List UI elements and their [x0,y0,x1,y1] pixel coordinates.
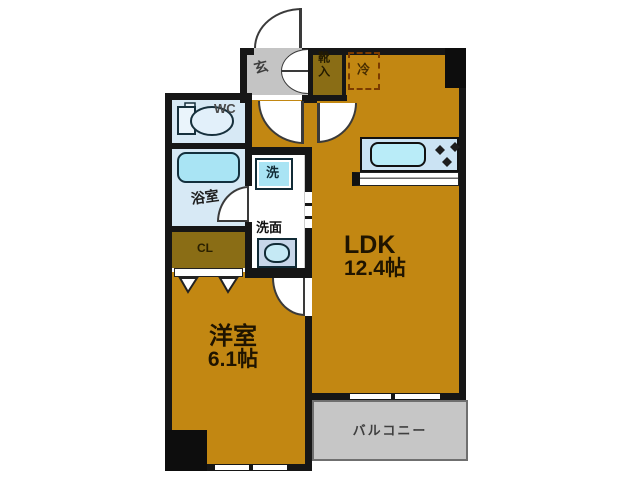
ldk-size: 12.4帖 [344,257,406,281]
kitchen-counter-ledge [352,172,459,186]
room-shoe-storage [313,48,342,95]
entry-door [254,8,302,48]
wc-label: WC [214,101,236,116]
ldk-name: LDK [344,231,396,259]
ldk-window-stile [391,393,395,400]
washing-machine-label: 洗 [266,165,280,180]
balcony-label: バルコニー [352,423,428,438]
wall-shoe-bottom [312,95,347,101]
wall-right [459,48,466,400]
western-window-stile [249,464,253,471]
ldk-window [350,394,440,399]
washing-machine-pan [255,158,293,190]
ldk-label: LDK 12.4帖 [344,232,406,280]
washroom-label: 洗面 [256,220,283,235]
wall-shoe-left [308,48,313,95]
pillar-bottom-left [165,430,207,471]
wall-top-right [302,48,466,55]
washroom-opening-tick1 [305,203,312,206]
room-balcony [312,400,468,461]
wall-top-left [240,48,254,55]
wall-entrance-left [240,48,247,103]
room-closet [172,232,245,268]
closet-folding-door-rail [174,268,243,277]
washbasin-unit [257,238,297,268]
wall-washroom-top [245,147,312,155]
wall-shoe-right [342,48,346,101]
wall-entrance-stub [302,95,317,103]
wall-bath-closet [172,226,252,232]
western-room-size: 6.1帖 [207,348,259,372]
washbasin-bowl [264,243,290,263]
washroom-opening-tick2 [305,216,312,219]
washroom-ldk-opening [305,192,312,228]
western-room-label: 洋室 6.1帖 [178,324,288,371]
wall-western-right [305,316,312,464]
refrigerator-space-box [348,52,380,90]
refrigerator-label: 冷 [357,62,371,77]
kitchen-sink [370,142,426,167]
western-room-name: 洋室 [209,323,257,350]
pillar-top-right [445,48,466,88]
wall-left [165,93,172,471]
wall-washroom-bottom [245,268,312,278]
wall-washroom-left-lower [245,222,252,268]
shoe-storage-label: 靴入 [316,51,331,79]
wall-wc-bath [172,143,252,149]
wall-wc-top [165,93,252,100]
bathtub [177,152,240,183]
closet-label: CL [197,241,213,255]
